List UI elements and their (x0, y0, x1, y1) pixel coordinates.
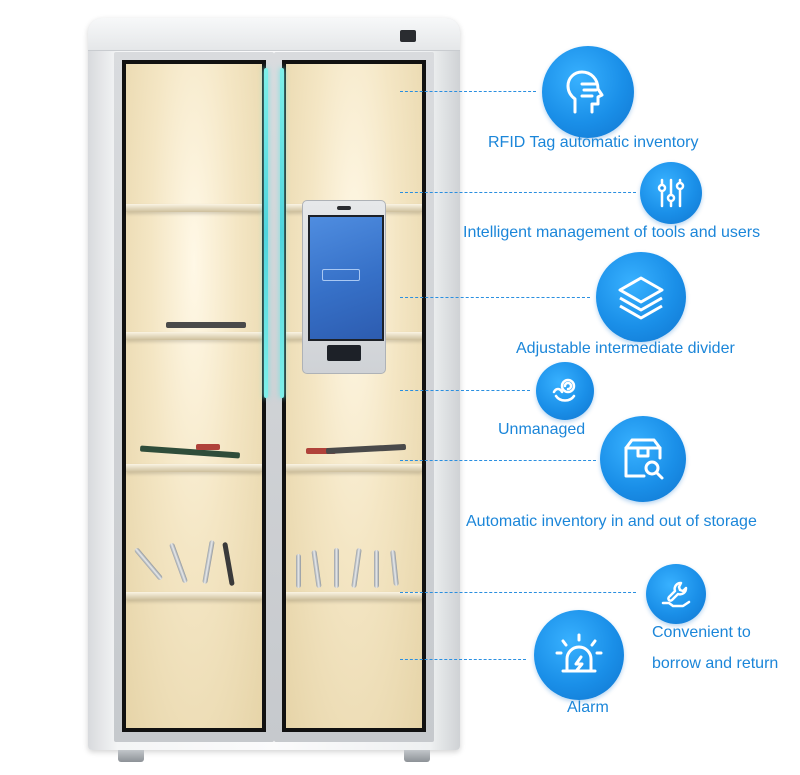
feature-label-storage: Automatic inventory in and out of storag… (466, 513, 757, 530)
left-interior (126, 64, 262, 728)
shelf (286, 464, 422, 472)
rfid-reader (400, 30, 416, 42)
wrench-item (334, 548, 339, 588)
tool-item (166, 322, 246, 328)
tool-cabinet-image (88, 18, 460, 762)
left-door-handle (264, 68, 268, 398)
plier-item (222, 541, 235, 587)
leader-line (400, 659, 526, 660)
feature-label-unmanaged: Unmanaged (498, 421, 586, 438)
left-door (114, 52, 274, 742)
leader-line (400, 297, 590, 298)
camera (337, 206, 351, 210)
left-glass-panel (122, 60, 266, 732)
right-glass-panel (282, 60, 426, 732)
sliders-icon (640, 162, 702, 224)
wrench-item (168, 542, 189, 584)
shelf (126, 464, 262, 472)
face-scan-icon (542, 46, 634, 138)
feature-label-divider: Adjustable intermediate divider (516, 340, 735, 357)
shelf (126, 332, 262, 340)
wrench-hand-icon (646, 564, 706, 624)
wrench-item (351, 547, 362, 589)
cabinet-foot (118, 750, 144, 762)
screen-login-box (322, 269, 360, 281)
right-interior (286, 64, 422, 728)
shelf (126, 592, 262, 600)
box-search-icon (600, 416, 686, 502)
shelf (126, 204, 262, 212)
wrench-item (311, 549, 322, 589)
cabinet-foot (404, 750, 430, 762)
cabinet-top (88, 18, 460, 51)
leader-line (400, 91, 536, 92)
shelf (286, 592, 422, 600)
wrench-item (296, 554, 301, 588)
feature-label-borrow-line1: Convenient to (652, 624, 751, 641)
right-door (274, 52, 434, 742)
feature-label-intelligent: Intelligent management of tools and user… (463, 224, 761, 241)
feature-label-rfid: RFID Tag automatic inventory (488, 134, 699, 151)
feature-label-borrow-line2: borrow and return (652, 655, 779, 672)
tool-item (306, 448, 336, 454)
feature-label-alarm: Alarm (567, 699, 609, 716)
wrench-item (202, 539, 215, 585)
tool-item (325, 443, 407, 455)
leader-line (400, 390, 530, 391)
touchscreen-display (308, 215, 384, 341)
wrench-item (390, 549, 399, 587)
hand-swirl-icon (536, 362, 594, 420)
wrench-item (133, 547, 164, 581)
leader-line (400, 460, 596, 461)
leader-line (400, 192, 636, 193)
tool-item (139, 445, 241, 459)
tool-item (196, 444, 220, 450)
touchscreen-terminal (302, 200, 386, 374)
leader-line (400, 592, 636, 593)
card-scanner (327, 345, 361, 361)
layers-icon (596, 252, 686, 342)
alarm-light-icon (534, 610, 624, 700)
right-door-handle (280, 68, 284, 398)
wrench-item (374, 550, 379, 588)
